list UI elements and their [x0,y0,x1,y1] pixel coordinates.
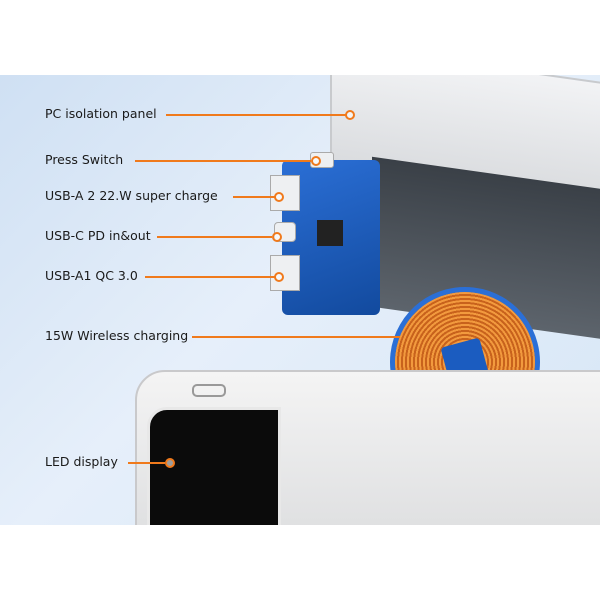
marker-dot [165,458,175,468]
chip [317,220,343,246]
label-usb-c: USB-C PD in&out [45,228,151,243]
label-usb-a2: USB-A 2 22.W super charge [45,188,218,203]
label-pc-isolation-panel: PC isolation panel [45,106,157,121]
marker-dot [345,110,355,120]
usb-a2-port [270,175,300,211]
label-press-switch: Press Switch [45,152,124,167]
leader-line [233,196,275,198]
circuit-board [270,152,380,315]
leader-line [166,114,346,116]
marker-dot [274,192,284,202]
marker-dot [274,272,284,282]
leader-line [192,336,400,338]
label-wireless-charging: 15W Wireless charging [45,328,189,343]
leader-line [135,160,311,162]
lanyard-hole [192,384,226,397]
leader-line [145,276,275,278]
power-bank-shell [135,370,600,525]
label-led-display: LED display [45,454,118,469]
leader-line [128,462,165,464]
leader-line [157,236,272,238]
marker-dot [311,156,321,166]
label-usb-a1: USB-A1 QC 3.0 [45,268,138,283]
marker-dot [272,232,282,242]
product-illustration [0,75,600,525]
